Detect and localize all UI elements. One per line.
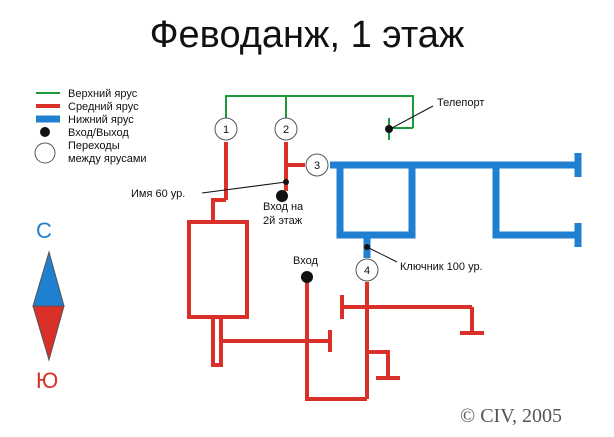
entrance-floor2-label-1: Вход на (263, 201, 304, 213)
node-1-label: 1 (223, 124, 229, 136)
legend-middle-label: Средний ярус (68, 101, 139, 113)
legend-upper-label: Верхний ярус (68, 88, 138, 100)
legend-transition-label-2: между ярусами (68, 153, 147, 165)
entrance-floor2-label-2: 2й этаж (263, 215, 303, 227)
keeper-label: Ключник 100 ур. (400, 261, 483, 273)
entrance-label: Вход (293, 255, 318, 267)
legend-entrance-label: Вход/Выход (68, 127, 129, 139)
transition-node-2: 2 (274, 117, 298, 141)
compass-north-arrow (32, 250, 65, 307)
transition-node-4: 4 (355, 258, 379, 282)
compass-north-label: С (36, 218, 52, 243)
legend-transition-label-1: Переходы (68, 140, 120, 152)
lower-tier-path (330, 153, 582, 258)
node-4-label: 4 (364, 265, 370, 277)
legend-lower-label: Нижний ярус (68, 114, 134, 126)
teleport-label: Телепорт (437, 97, 484, 109)
node-3-label: 3 (314, 160, 320, 172)
transition-node-1: 1 (214, 117, 238, 141)
name-60-label: Имя 60 ур. (131, 188, 185, 200)
compass-south-label: Ю (36, 368, 58, 393)
transition-node-3: 3 (305, 153, 329, 177)
map-title: Феводанж, 1 этаж (149, 14, 465, 56)
teleport-marker (385, 125, 393, 133)
legend: Верхний ярус Средний ярус Нижний ярус Вх… (34, 88, 147, 165)
upper-tier-path (225, 95, 414, 140)
compass-south-arrow (32, 305, 65, 362)
annotation-lines (201, 105, 434, 263)
node-2-label: 2 (283, 124, 289, 136)
entrance-icon (301, 271, 313, 283)
entrance-floor2-icon (276, 190, 288, 202)
legend-transition-icon (34, 142, 56, 164)
compass: С Ю (32, 218, 65, 393)
legend-entrance-icon (40, 127, 50, 137)
copyright: © CIV, 2005 (460, 405, 562, 427)
